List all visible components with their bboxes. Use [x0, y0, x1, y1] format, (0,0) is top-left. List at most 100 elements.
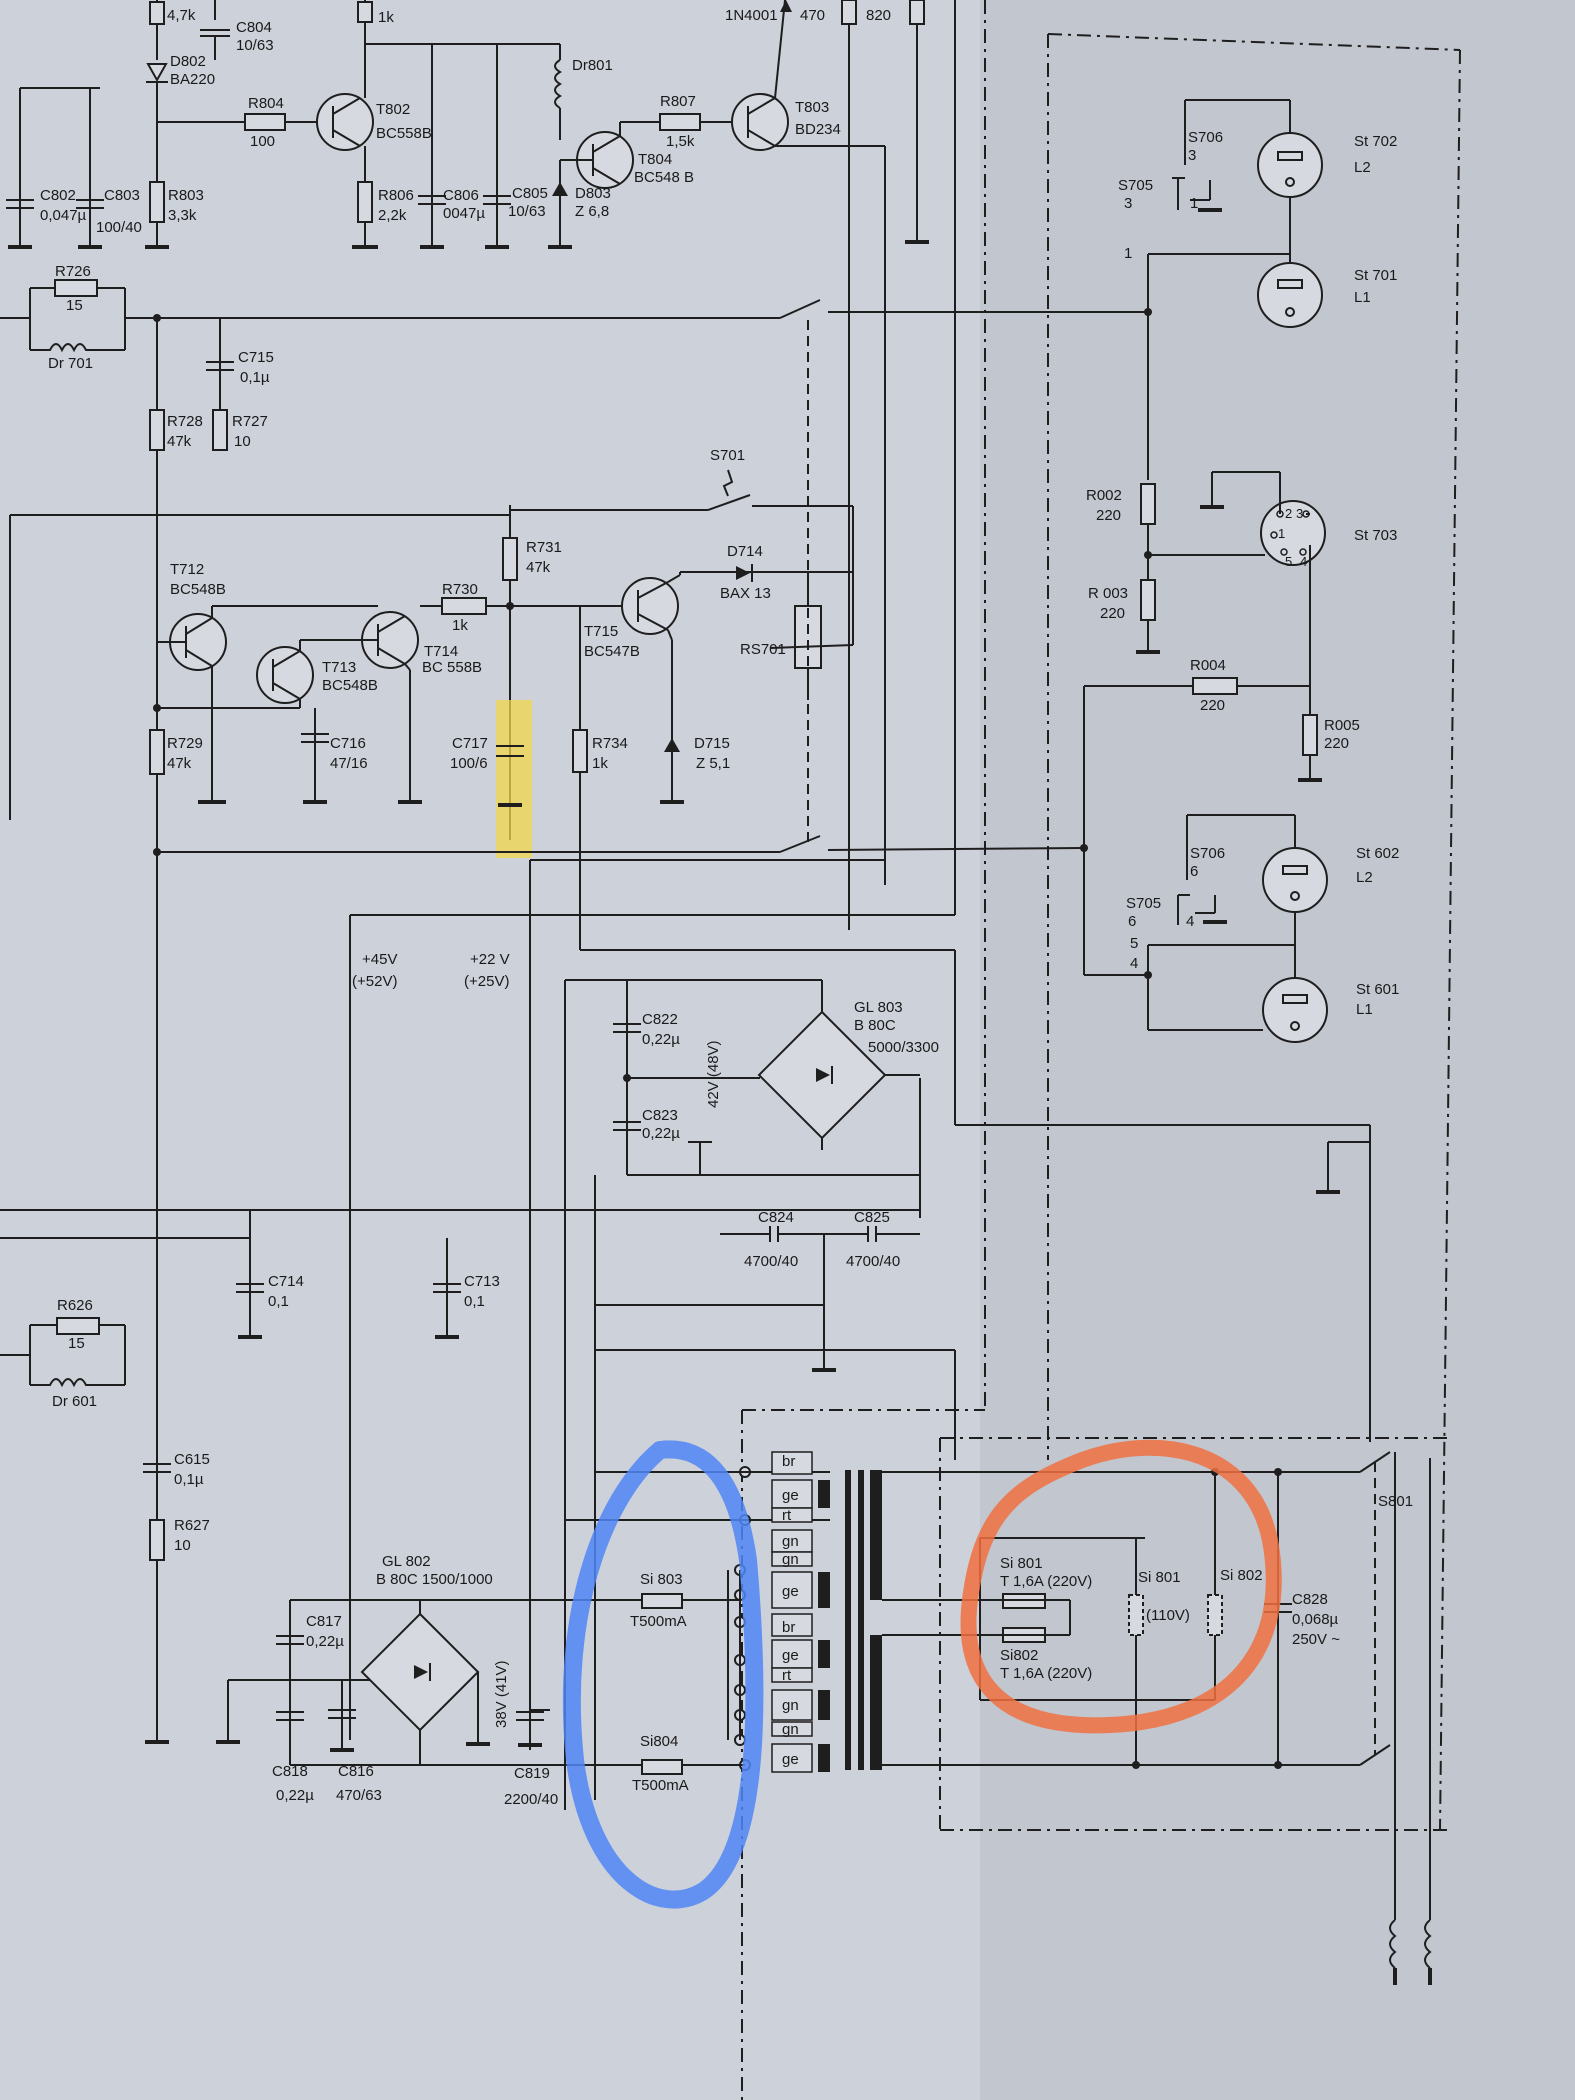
t803-name: T803	[795, 99, 829, 116]
si802b-name: Si 802	[1220, 1567, 1263, 1584]
din-pin: 5	[1285, 554, 1292, 569]
t713-name: T713	[322, 659, 356, 676]
r726-name: R726	[55, 263, 91, 280]
c615-value: 0,1µ	[174, 1471, 204, 1488]
r005-value: 220	[1324, 735, 1349, 752]
st703-name: St 703	[1354, 527, 1397, 544]
c803-name: C803	[104, 187, 140, 204]
rail-42v: 42V (48V)	[705, 1040, 722, 1108]
r004-name: R004	[1190, 657, 1226, 674]
r730-value: 1k	[452, 617, 468, 634]
labels: 4,7k C804 10/63 D802 BA220 R804 100 T802…	[40, 7, 1413, 1808]
t715-value: BC547B	[584, 643, 640, 660]
tap-label: rt	[782, 1667, 792, 1684]
st602-name: St 602	[1356, 845, 1399, 862]
t804-name: T804	[638, 151, 672, 168]
c717-name: C717	[452, 735, 488, 752]
c828-rating: 250V ~	[1292, 1631, 1340, 1648]
c825-value: 4700/40	[846, 1253, 900, 1270]
d714-value: BAX 13	[720, 585, 771, 602]
r627-value: 10	[174, 1537, 191, 1554]
c615-name: C615	[174, 1451, 210, 1468]
c717-value: 100/6	[450, 755, 488, 772]
r003-value: 220	[1100, 605, 1125, 622]
r731-name: R731	[526, 539, 562, 556]
transformer-tap-labels: br ge rt gn gn ge br ge rt gn gn ge	[782, 1453, 799, 1768]
s705a-pin3: 3	[1124, 195, 1132, 212]
d803-name: D803	[575, 185, 611, 202]
c828-name: C828	[1292, 1591, 1328, 1608]
rail-22v: +22 V	[470, 951, 510, 968]
s706a-name: S706	[1188, 129, 1223, 146]
d714-name: D714	[727, 543, 763, 560]
r803-value: 3,3k	[168, 207, 197, 224]
r802-value: 4,7k	[167, 7, 196, 24]
c717-highlight	[496, 700, 532, 858]
dr601-name: Dr 601	[52, 1393, 97, 1410]
din-pin: 2	[1285, 506, 1292, 521]
red-circle-annotation	[960, 1439, 1282, 1734]
connector-section	[1083, 99, 1328, 1043]
r806-value: 2,2k	[378, 207, 407, 224]
t712-name: T712	[170, 561, 204, 578]
r806-name: R806	[378, 187, 414, 204]
s706b-name: S706	[1190, 845, 1225, 862]
dr801-name: Dr801	[572, 57, 613, 74]
si801b-name: Si 801	[1138, 1569, 1181, 1586]
tap-label: ge	[782, 1583, 799, 1600]
c713-name: C713	[464, 1273, 500, 1290]
c806-name: C806	[443, 187, 479, 204]
t714-value: BC 558B	[422, 659, 482, 676]
r729-name: R729	[167, 735, 203, 752]
tap-label: ge	[782, 1647, 799, 1664]
si804-value: T500mA	[632, 1777, 689, 1794]
rail-52v: (+52V)	[352, 973, 397, 990]
r734-value: 1k	[592, 755, 608, 772]
s801-name: S801	[1378, 1493, 1413, 1510]
r727-name: R727	[232, 413, 268, 430]
dr701-name: Dr 701	[48, 355, 93, 372]
st701-label: L1	[1354, 289, 1371, 306]
tap-label: rt	[782, 1507, 792, 1524]
s705b-pin5: 5	[1130, 935, 1138, 952]
d715-value: Z 5,1	[696, 755, 730, 772]
c819-value: 2200/40	[504, 1791, 558, 1808]
power-supply-section	[0, 979, 956, 1810]
st701-name: St 701	[1354, 267, 1397, 284]
gl802-value: B 80C 1500/1000	[376, 1571, 493, 1588]
c805-value: 10/63	[508, 203, 546, 220]
t712-value: BC548B	[170, 581, 226, 598]
regulator-section	[6, 0, 929, 930]
st601-name: St 601	[1356, 981, 1399, 998]
tap-label: gn	[782, 1721, 799, 1738]
tap-boxes	[771, 1451, 813, 1773]
c714-value: 0,1	[268, 1293, 289, 1310]
t802-name: T802	[376, 101, 410, 118]
s705b-pin4: 4	[1186, 913, 1194, 930]
r627-name: R627	[174, 1517, 210, 1534]
r731-value: 47k	[526, 559, 551, 576]
c828-value: 0,068µ	[1292, 1611, 1339, 1628]
din-pin-labels: 1 2 3 4 5	[1278, 506, 1307, 569]
c818-name: C818	[272, 1763, 308, 1780]
r728-name: R728	[167, 413, 203, 430]
r804-name: R804	[248, 95, 284, 112]
c802-value: 0,047µ	[40, 207, 87, 224]
tap-label: ge	[782, 1487, 799, 1504]
c716-name: C716	[330, 735, 366, 752]
c714-name: C714	[268, 1273, 304, 1290]
t714-name: T714	[424, 643, 458, 660]
tap-label: br	[782, 1619, 795, 1636]
r005-name: R005	[1324, 717, 1360, 734]
si802-value: T 1,6A (220V)	[1000, 1665, 1092, 1682]
d802-name: D802	[170, 53, 206, 70]
rail-45v: +45V	[362, 951, 397, 968]
c823-value: 0,22µ	[642, 1125, 680, 1142]
si802-name: Si802	[1000, 1647, 1038, 1664]
rs701-name: RS701	[740, 641, 786, 658]
r728-value: 47k	[167, 433, 192, 450]
si801-name: Si 801	[1000, 1555, 1043, 1572]
gl803-type: B 80C	[854, 1017, 896, 1034]
s701-name: S701	[710, 447, 745, 464]
t713-value: BC548B	[322, 677, 378, 694]
